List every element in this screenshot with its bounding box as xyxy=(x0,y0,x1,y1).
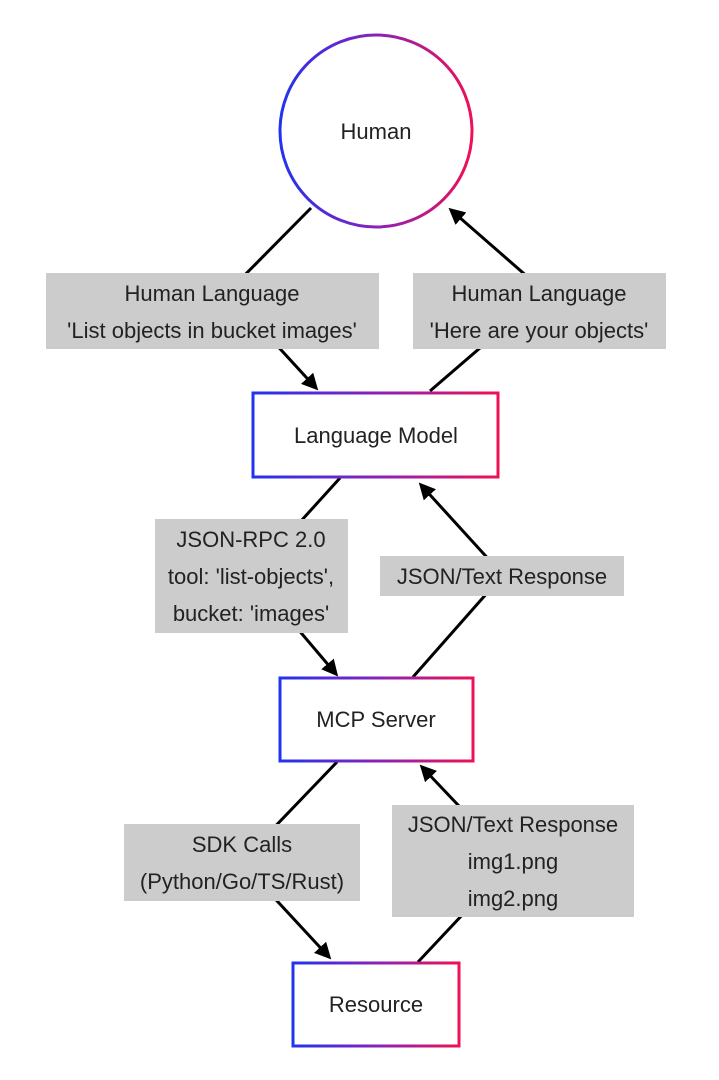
edge-label-line: Human Language xyxy=(452,281,627,306)
language-model-node: Language Model xyxy=(251,391,500,479)
human-node-label: Human xyxy=(341,119,412,144)
mcp-server-node-label: MCP Server xyxy=(316,707,435,732)
edge-label-server-to-model: JSON/Text Response xyxy=(380,556,624,596)
edge-label-line: 'List objects in bucket images' xyxy=(67,318,357,343)
edge-label-line: tool: 'list-objects', xyxy=(168,564,334,589)
edge-label-line: JSON/Text Response xyxy=(408,812,618,837)
language-model-node-label: Language Model xyxy=(294,423,458,448)
mcp-server-node: MCP Server xyxy=(278,676,475,763)
edge-label-human-to-model: Human Language 'List objects in bucket i… xyxy=(46,273,379,349)
edge-label-line: img1.png xyxy=(468,849,559,874)
resource-node-label: Resource xyxy=(329,992,423,1017)
human-node: Human xyxy=(278,33,474,229)
resource-node: Resource xyxy=(291,961,461,1048)
edge-label-line: Human Language xyxy=(125,281,300,306)
edge-label-line: 'Here are your objects' xyxy=(430,318,649,343)
edge-label-line: bucket: 'images' xyxy=(173,601,329,626)
edge-label-line: JSON/Text Response xyxy=(397,564,607,589)
edge-label-model-to-human: Human Language 'Here are your objects' xyxy=(413,273,666,349)
edge-label-server-to-resource: SDK Calls (Python/Go/TS/Rust) xyxy=(124,824,360,901)
edge-label-model-to-server: JSON-RPC 2.0 tool: 'list-objects', bucke… xyxy=(155,519,348,633)
edge-label-line: img2.png xyxy=(468,886,559,911)
edge-label-line: (Python/Go/TS/Rust) xyxy=(140,869,344,894)
edge-label-line: JSON-RPC 2.0 xyxy=(176,527,325,552)
edge-label-resource-to-server: JSON/Text Response img1.png img2.png xyxy=(392,805,634,917)
edge-label-line: SDK Calls xyxy=(192,832,292,857)
